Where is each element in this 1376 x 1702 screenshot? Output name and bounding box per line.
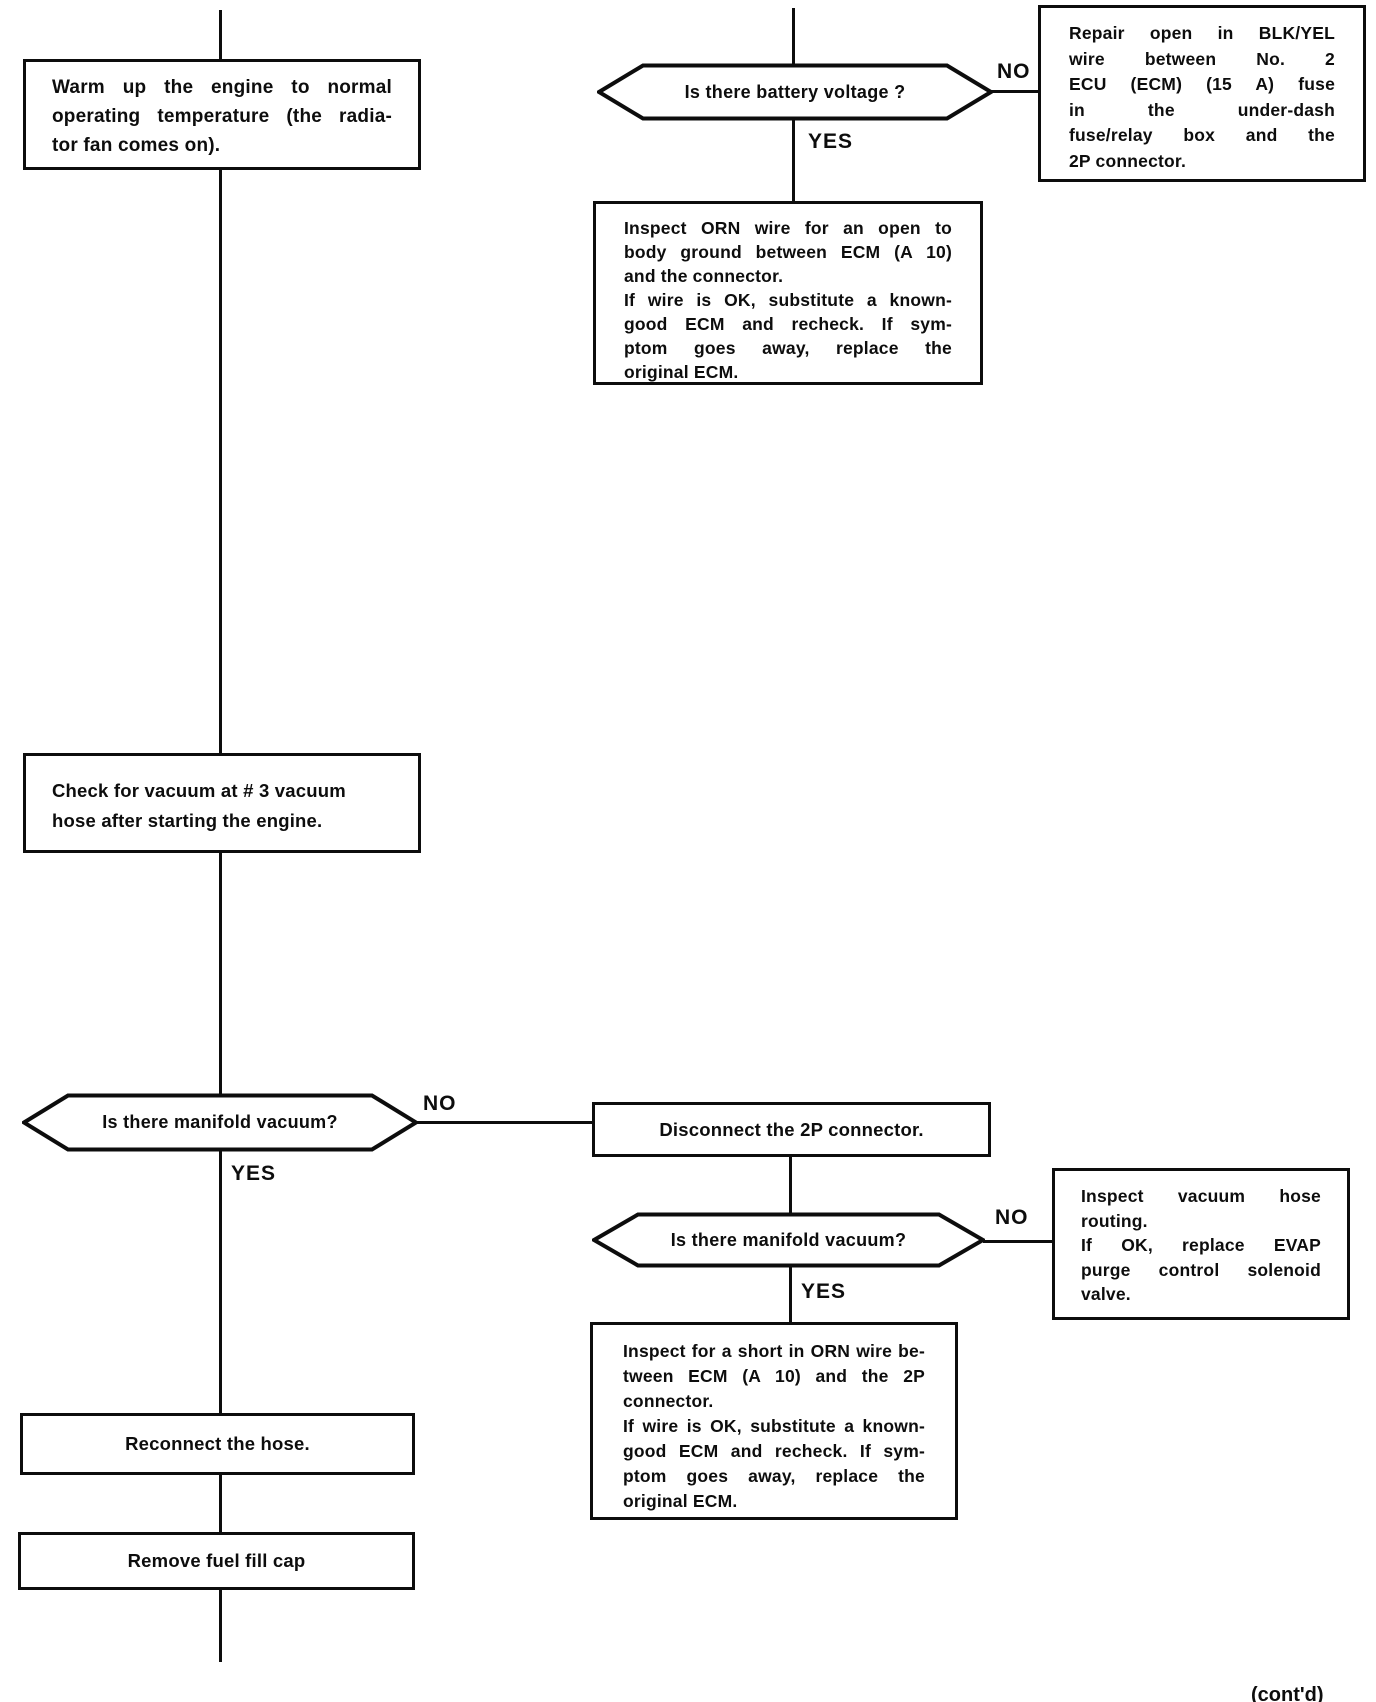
decision-manifold-vacuum-1: Is there manifold vacuum? [22, 1093, 418, 1152]
line-top-to-warm-up [219, 10, 222, 61]
process-text-line: Check for vacuum at # 3 vacuum [52, 780, 346, 801]
line-manifold1-to-reconnect [219, 1150, 222, 1415]
process-text-line: wire between No. 2 [1069, 48, 1335, 69]
process-text-line: routing. [1081, 1210, 1148, 1231]
process-inspect-vacuum-hose-routing: Inspect vacuum hose routing. If OK, repl… [1052, 1168, 1350, 1320]
process-text-line: ptom goes away, replace the [624, 338, 952, 358]
decision-question: Is there manifold vacuum? [102, 1112, 338, 1132]
decision-is-there-battery-voltage: Is there battery voltage ? [597, 63, 993, 121]
process-text-line: tor fan comes on). [52, 135, 221, 156]
line-check-to-manifold1 [219, 851, 222, 1095]
process-disconnect-2p-connector: Disconnect the 2P connector. [592, 1102, 991, 1157]
process-text-line: valve. [1081, 1284, 1131, 1304]
process-text-line: If wire is OK, substitute a known- [624, 290, 952, 310]
line-top-to-battery [792, 8, 795, 65]
process-text-line: fuse/relay box and the [1069, 125, 1335, 145]
decision-outline [22, 1093, 418, 1152]
decision-question: Is there battery voltage ? [684, 81, 906, 102]
process-text-line: Inspect for a short in ORN wire be- [623, 1341, 925, 1361]
edge-label-manifold1-no: NO [423, 1092, 457, 1115]
process-remove-fuel-fill-cap: Remove fuel fill cap [18, 1532, 415, 1590]
process-text-line: good ECM and recheck. If sym- [623, 1441, 925, 1461]
process-text-line: connector. [623, 1391, 714, 1411]
edge-label-manifold2-yes: YES [801, 1280, 847, 1303]
line-manifold2-no-right [983, 1240, 1054, 1243]
decision-outline [592, 1212, 985, 1268]
line-manifold2-yes-down [789, 1266, 792, 1324]
process-text-line: 2P connector. [1069, 150, 1187, 171]
process-text-line: Repair open in BLK/YEL [1069, 23, 1335, 43]
contd-note: (cont'd) [1251, 1684, 1324, 1702]
line-disconnect-to-manifold2 [789, 1155, 792, 1214]
process-text-line: purge control solenoid [1081, 1259, 1321, 1280]
process-text-line: Inspect ORN wire for an open to [624, 218, 952, 238]
line-battery-yes-down [792, 120, 795, 203]
process-text-line: original ECM. [623, 1491, 738, 1511]
process-text-line: operating temperature (the radia- [52, 106, 392, 127]
process-reconnect-hose: Reconnect the hose. [20, 1413, 415, 1475]
line-manifold1-no-right [416, 1121, 594, 1124]
process-text-line: If wire is OK, substitute a known- [623, 1416, 925, 1436]
process-warm-up-engine: Warm up the engine to normal operating t… [23, 59, 421, 170]
process-text-line: body ground between ECM (A 10) [624, 242, 952, 262]
process-text-line: Remove fuel fill cap [127, 1550, 306, 1571]
process-text-line: Disconnect the 2P connector. [659, 1118, 924, 1140]
line-remove-to-bottom [219, 1588, 222, 1662]
decision-question: Is there manifold vacuum? [670, 1229, 907, 1250]
process-inspect-orn-short: Inspect for a short in ORN wire be- twee… [590, 1322, 958, 1520]
process-text-line: ECU (ECM) (15 A) fuse [1069, 74, 1335, 94]
process-text-line: Warm up the engine to normal [52, 77, 392, 98]
process-text-line: original ECM. [624, 362, 739, 382]
process-text-line: tween ECM (A 10) and the 2P [623, 1366, 925, 1386]
process-text-line: Inspect vacuum hose [1081, 1186, 1321, 1206]
line-warm-up-to-check [219, 168, 222, 755]
process-text-line: and the connector. [624, 266, 784, 286]
process-inspect-orn-open: Inspect ORN wire for an open to body gro… [593, 201, 983, 385]
decision-manifold-vacuum-2: Is there manifold vacuum? [592, 1212, 985, 1268]
decision-outline [597, 63, 993, 121]
process-text-line: hose after starting the engine. [52, 810, 323, 831]
process-repair-open-blk-yel: Repair open in BLK/YEL wire between No. … [1038, 5, 1366, 182]
process-check-vacuum-hose: Check for vacuum at # 3 vacuum hose afte… [23, 753, 421, 853]
process-text-line: good ECM and recheck. If sym- [624, 314, 952, 334]
edge-label-battery-yes: YES [808, 130, 854, 153]
process-text-line: If OK, replace EVAP [1081, 1235, 1321, 1255]
edge-label-battery-no: NO [997, 60, 1031, 83]
line-reconnect-to-remove [219, 1473, 222, 1534]
process-text-line: in the under-dash [1069, 99, 1335, 120]
process-text-line: Reconnect the hose. [125, 1433, 310, 1454]
edge-label-manifold1-yes: YES [231, 1162, 277, 1185]
line-battery-no-right [991, 90, 1040, 93]
process-text-line: ptom goes away, replace the [623, 1466, 925, 1486]
edge-label-manifold2-no: NO [995, 1206, 1029, 1229]
